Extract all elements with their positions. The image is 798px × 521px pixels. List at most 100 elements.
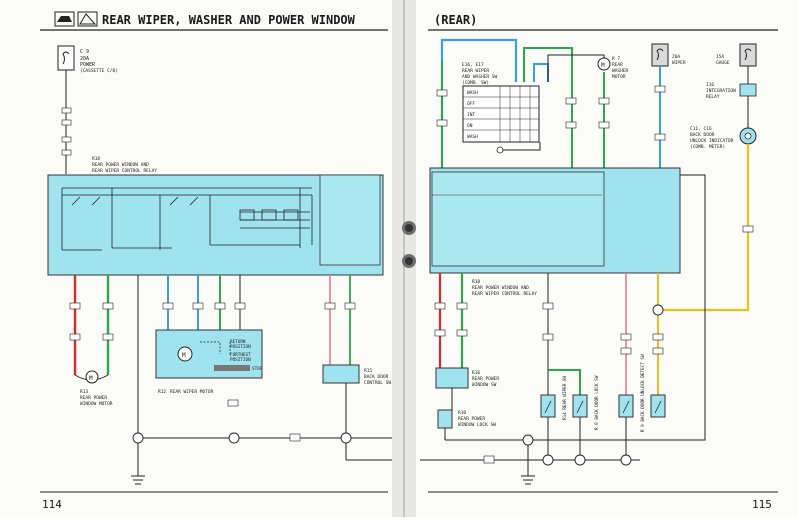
- wiper-return-1: RETURN: [230, 339, 246, 345]
- right-relay-name-2: REAR WIPER CONTROL RELAY: [472, 291, 537, 297]
- binder-hole-top-inner: [405, 224, 413, 232]
- fuse-box: [57, 45, 75, 71]
- indicator-name-3: (COMB. METER): [690, 144, 725, 150]
- back-door-control-sw: [322, 364, 360, 384]
- conn-b: [61, 119, 72, 126]
- door-unlock-sw: [650, 394, 666, 418]
- washer-name-3: MOTOR: [612, 74, 626, 80]
- wiper-return-2: POSITION: [230, 344, 251, 350]
- wiper-motor-symbol: M: [182, 352, 186, 359]
- left-relay-ic: [319, 174, 381, 266]
- rear-power-window-sw: [435, 367, 469, 389]
- binder-hole-bottom-inner: [405, 257, 413, 265]
- wiper-furthest-1: FURTHEST: [230, 352, 251, 358]
- vlabel-wiper-sw: R14 REAR WIPER SW: [562, 376, 568, 420]
- wiper-stop: STOP: [252, 366, 263, 372]
- left-page-number: 114: [42, 498, 62, 511]
- right-drops: [444, 417, 627, 476]
- vlabel-unlock-sw: R 9 BACK DOOR UNLOCK DETECT SW: [640, 354, 646, 432]
- wiper-switch-lines: [200, 341, 231, 356]
- left-relay-name-1: REAR POWER WINDOW AND: [92, 162, 149, 168]
- fuse-icon: [62, 51, 70, 65]
- gauge-fuse-icon: [744, 48, 752, 61]
- wire-green-r2: [548, 369, 581, 395]
- switch-contacts: [544, 400, 662, 414]
- door-sw-name-2: CONTROL SW: [364, 380, 391, 386]
- comb-sw-id: E16, E17: [462, 62, 484, 68]
- integration-id: I16: [706, 82, 714, 88]
- fuse-name: POWER: [80, 62, 96, 68]
- wiper-motor-id: R12: [158, 389, 166, 395]
- conn-d: [61, 149, 72, 156]
- right-ground-icon: [521, 475, 535, 485]
- integration-name-1: INTEGRATION: [706, 88, 736, 94]
- left-motor-name-1: REAR POWER: [80, 395, 107, 401]
- wiper-fuse-name: WIPER: [672, 60, 686, 66]
- left-motor-name-2: WINDOW MOTOR: [80, 401, 113, 407]
- wiper-motor-icon: [177, 346, 193, 362]
- lock-sw-name-2: WINDOW LOCK SW: [458, 422, 496, 428]
- conn-c: [61, 136, 72, 143]
- left-page-title: REAR WIPER, WASHER AND POWER WINDOW: [102, 13, 356, 27]
- lock-sw-id: R10: [458, 410, 466, 416]
- sw-row-wash-1: WASH: [467, 90, 478, 96]
- switch-table-grid: [463, 86, 539, 142]
- car-icon: [54, 11, 75, 27]
- right-junctions: [522, 434, 632, 466]
- wiper-fuse-icon: [656, 48, 664, 61]
- comb-sw-name-3: (COMB. SW): [462, 80, 489, 86]
- gauge-fuse-box: [739, 43, 757, 67]
- left-outputs: M R13 REAR POWER WINDOW MOTOR: [69, 275, 356, 438]
- wire-yellow: [658, 144, 750, 312]
- unlock-indicator-lamp: [744, 132, 752, 140]
- gauge-fuse-name: GAUGE: [716, 60, 730, 66]
- left-relay-name-2: REAR WIPER CONTROL RELAY: [92, 168, 157, 174]
- window-sw-id: R16: [472, 370, 480, 376]
- integration-relay-box: [739, 83, 757, 97]
- right-connector-tiles: [434, 85, 754, 355]
- wiper-washer-switch-table: [462, 85, 540, 143]
- right-relay-ic: [431, 171, 605, 267]
- vlabel-lock-sw: R 8 BACK DOOR LOCK SW: [594, 375, 600, 430]
- left-relay-id: R18: [92, 156, 100, 162]
- fuse-rating: 20A: [80, 56, 89, 62]
- window-lock-sw: [437, 409, 453, 429]
- lock-sw-name-1: REAR POWER: [458, 416, 485, 422]
- window-icon-shape: [79, 13, 97, 25]
- wiper-fuse-rating: 20A: [672, 54, 680, 60]
- door-switch-group: [540, 394, 666, 418]
- switch-ground-wire: [500, 142, 541, 151]
- window-sw-name-2: WINDOW SW: [472, 382, 497, 388]
- motor-symbol: M: [89, 375, 93, 382]
- right-relay-name-1: REAR POWER WINDOW AND: [472, 285, 529, 291]
- left-relay-internal: [61, 187, 313, 251]
- right-relay-id: R18: [472, 279, 480, 285]
- left-motor-id: R13: [80, 389, 88, 395]
- left-fuse: C 9 20A POWER (CASSETTE C/B): [57, 45, 118, 174]
- washer-id: R 7: [612, 56, 620, 62]
- window-sw-name-1: REAR POWER: [472, 376, 499, 382]
- wiper-furthest-2: POSITION: [230, 357, 251, 363]
- comb-sw-name-1: REAR WIPER: [462, 68, 489, 74]
- wire-black-side: [640, 174, 706, 441]
- fuse-note: (CASSETTE C/B): [80, 68, 118, 74]
- sw-row-int: INT: [467, 112, 475, 118]
- door-sw-name-1: BACK DOOR: [364, 374, 389, 380]
- washer-motor-symbol: M: [601, 62, 605, 69]
- conn-a: [61, 107, 72, 114]
- right-junction-yellow: [652, 304, 664, 316]
- left-connector-tiles: [69, 302, 356, 407]
- unlock-detect-sw: [618, 394, 634, 418]
- fuse-id: C 9: [80, 49, 89, 55]
- switch-ground-node: [496, 146, 504, 154]
- right-bus-connector: [483, 455, 495, 464]
- integration-name-2: RELAY: [706, 94, 720, 100]
- right-page-number: 115: [752, 498, 772, 511]
- window-icon: [77, 11, 98, 27]
- right-page-title: (REAR): [434, 13, 477, 27]
- sw-row-off: OFF: [467, 101, 475, 107]
- rear-wiper-sw: [540, 394, 556, 418]
- rear-window-motor-icon: [85, 370, 99, 384]
- washer-name-2: WASHER: [612, 68, 629, 74]
